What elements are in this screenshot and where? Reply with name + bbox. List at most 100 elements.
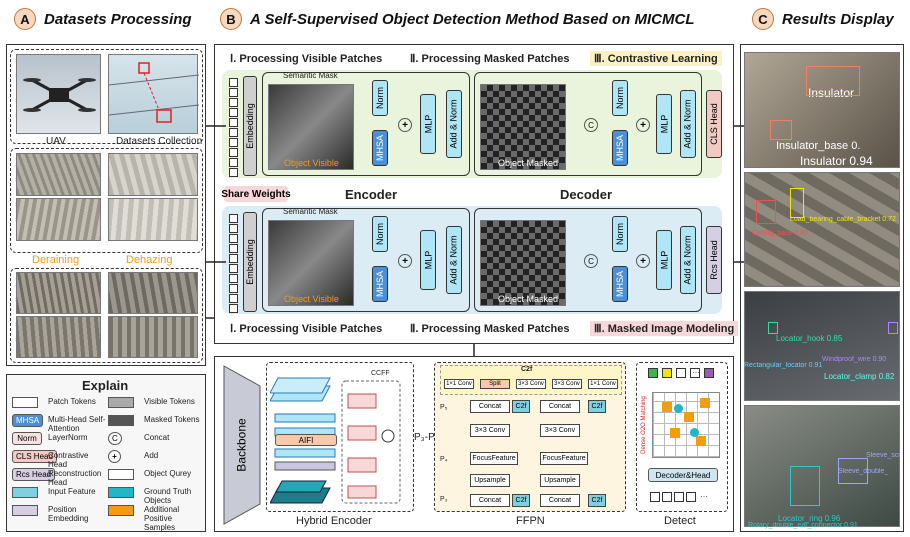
object-query — [690, 368, 700, 378]
explain-text: Input Feature — [48, 487, 96, 496]
detect-box — [636, 362, 728, 512]
rain-photo-2 — [16, 198, 101, 241]
ffpn-c2f: C2f — [588, 494, 606, 507]
object-query — [676, 368, 686, 378]
panel-b-header: B A Self-Supervised Object Detection Met… — [220, 8, 695, 30]
explain-text: Patch Tokens — [48, 397, 96, 406]
token-bottom — [229, 274, 238, 283]
panel-c-badge: C — [752, 8, 774, 30]
explain-text: LayerNorm — [48, 433, 88, 442]
decoder-block-top — [474, 72, 702, 176]
dehazed-photo-1 — [108, 272, 198, 314]
encoder-label: Encoder — [345, 187, 398, 202]
detection-label: Windproof_wire 0.90 — [822, 356, 887, 363]
explain-text: Contrastive Head — [48, 451, 89, 469]
token-top — [229, 108, 238, 117]
visible-image-top — [268, 84, 354, 170]
masked-image-top — [480, 84, 566, 170]
mlp-enc-bottom: MLP — [420, 230, 436, 290]
detection-box — [768, 322, 778, 334]
hybrid-encoder-label: Hybrid Encoder — [296, 515, 372, 527]
decoder-block-bottom — [474, 208, 702, 312]
explain-swatch — [108, 469, 134, 480]
output-query — [674, 492, 684, 502]
decoder-label: Decoder — [560, 187, 613, 202]
explain-swatch — [12, 487, 38, 498]
add-dec-bottom: + — [636, 254, 650, 268]
gt-object — [690, 428, 699, 437]
ffpn-c2f: C2f — [512, 494, 530, 507]
add-enc-top: + — [398, 118, 412, 132]
object-visible-top: Object Visible — [284, 158, 339, 168]
output-dots: … — [700, 490, 708, 499]
p3p5-label: P₃-P₅ — [414, 432, 439, 443]
panel-b-badge: B — [220, 8, 242, 30]
gt-object — [674, 404, 683, 413]
token-top — [229, 138, 238, 147]
token-bottom — [229, 254, 238, 263]
ffpn-conv: 3×3 Conv — [540, 424, 580, 437]
concat-dec-top: C — [584, 118, 598, 132]
detection-label: Rotary_double_ear_connector 0.91 — [748, 522, 858, 529]
explain-key: Norm — [12, 432, 42, 445]
detection-frame — [214, 356, 734, 532]
token-top — [229, 158, 238, 167]
explain-text: Ground Truth Objects — [144, 487, 192, 505]
explain-key: C — [108, 432, 122, 445]
ffpn-concat: Concat — [470, 400, 510, 413]
positive-sample — [700, 398, 710, 408]
addnorm-dec-top: Add & Norm — [680, 90, 696, 158]
aifi-block: AIFI — [275, 434, 337, 446]
semantic-mask-label-bottom: Semantic Mask — [283, 207, 338, 216]
encoder-block-top — [262, 72, 470, 176]
token-top — [229, 148, 238, 157]
token-bottom — [229, 304, 238, 313]
token-bottom — [229, 224, 238, 233]
object-query — [662, 368, 672, 378]
norm-dec-top: Norm — [612, 80, 628, 116]
token-bottom — [229, 244, 238, 253]
token-bottom — [229, 234, 238, 243]
decoder-head-block: Decoder&Head — [648, 468, 718, 482]
ffpn-focus: FocusFeature — [540, 452, 588, 465]
panel-b-title: A Self-Supervised Object Detection Metho… — [250, 10, 695, 28]
mhsa-dec-bottom: MHSA — [612, 266, 628, 302]
dehazing-label: Dehazing — [126, 254, 173, 266]
collection-label: Datasets Collection — [116, 136, 203, 147]
explain-text: Additional Positive Samples — [144, 505, 180, 532]
embedding-bottom: Embedding — [243, 212, 257, 312]
deraining-label: Deraining — [32, 254, 80, 266]
top-header-masked: Ⅱ. Processing Masked Patches — [410, 53, 570, 65]
norm-enc-bottom: Norm — [372, 216, 388, 252]
backbone-shape — [223, 365, 261, 525]
explain-swatch — [108, 505, 134, 516]
explain-text: Multi-Head Self-Attention — [48, 415, 106, 433]
share-weights-label: Share Weights — [221, 186, 291, 202]
addnorm-enc-top: Add & Norm — [446, 90, 462, 158]
add-enc-bottom: + — [398, 254, 412, 268]
ffpn-concat: Concat — [540, 400, 580, 413]
hybrid-encoder-diagram — [270, 377, 401, 504]
mhsa-dec-top: MHSA — [612, 130, 628, 166]
detection-label: Ceiling_base 0.82 — [752, 230, 809, 237]
encoder-block-bottom — [262, 208, 470, 312]
output-query — [686, 492, 696, 502]
detection-box — [838, 458, 868, 484]
ffpn-concat: Concat — [540, 494, 580, 507]
top-header-contrastive: Ⅲ. Contrastive Learning — [590, 51, 722, 66]
panel-b-frame — [214, 44, 734, 344]
detection-label: Insulator_base 0. — [776, 140, 861, 152]
detection-box — [770, 120, 792, 140]
token-top — [229, 88, 238, 97]
derained-photo-2 — [16, 316, 101, 358]
explain-text: Object Qurey — [144, 469, 192, 478]
detection-box — [790, 466, 820, 506]
processed-group — [10, 268, 203, 363]
mlp-enc-top: MLP — [420, 94, 436, 154]
hybrid-encoder-box — [266, 362, 414, 512]
uav-collection-group — [10, 49, 203, 144]
detection-label: Rectangular_locator 0.91 — [744, 362, 823, 369]
object-masked-bottom: Object Masked — [498, 294, 559, 304]
uav-label: UAV — [46, 136, 66, 147]
